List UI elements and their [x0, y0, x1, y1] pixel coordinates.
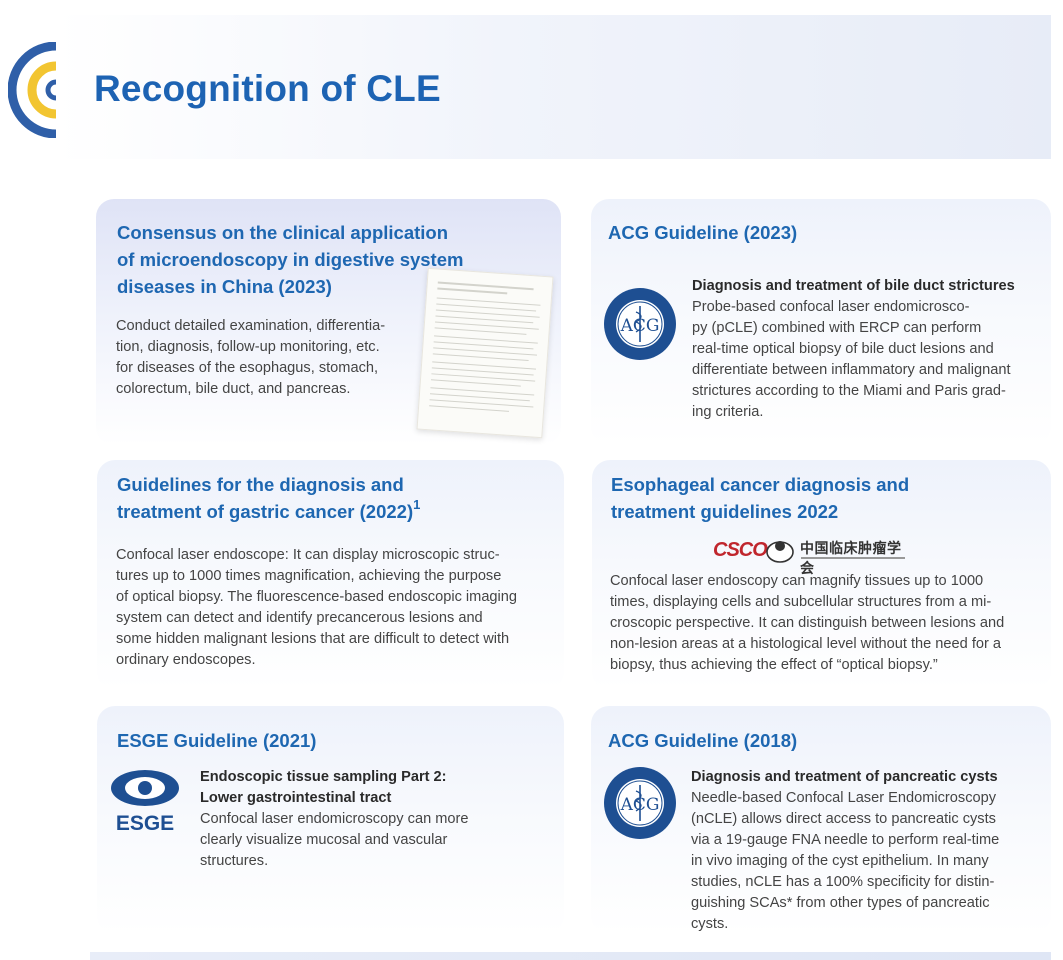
body-line: system can detect and identify precancer…	[116, 610, 483, 626]
page-title: Recognition of CLE	[94, 68, 441, 109]
body-line: Conduct detailed examination, differenti…	[116, 318, 386, 334]
svg-text:ESGE: ESGE	[116, 812, 174, 834]
card-subhead: Diagnosis and treatment of bile duct str…	[692, 278, 1015, 294]
card-esophageal-cancer	[592, 460, 1051, 690]
body-line: Confocal laser endoscope: It can display…	[116, 547, 500, 563]
csco-chinese-name: 中国临床肿瘤学会	[800, 540, 902, 576]
card-body-esophageal-cancer: Confocal laser endoscopy can magnify tis…	[610, 571, 1050, 676]
csco-logo: CSCO 中国临床肿瘤学会	[713, 535, 913, 576]
card-title-china-consensus: Consensus on the clinical application of…	[117, 219, 537, 300]
esge-logo-icon: ESGE	[111, 770, 179, 834]
card-title-esge-2021: ESGE Guideline (2021)	[117, 730, 317, 751]
body-line: colorectum, bile duct, and pancreas.	[116, 381, 351, 397]
subhead-line: Lower gastrointestinal tract	[200, 790, 392, 806]
footer-band	[90, 952, 1051, 960]
body-line: real-time optical biopsy of bile duct le…	[692, 341, 994, 357]
body-line: for diseases of the esophagus, stomach,	[116, 360, 379, 376]
card-body-gastric-cancer: Confocal laser endoscope: It can display…	[116, 545, 556, 671]
body-line: croscopic perspective. It can distinguis…	[610, 615, 1005, 631]
title-line: Guidelines for the diagnosis and	[117, 474, 404, 495]
body-line: non-lesion areas at a histological level…	[610, 636, 1002, 652]
card-subhead: Endoscopic tissue sampling Part 2: Lower …	[200, 767, 540, 809]
body-line: ordinary endoscopes.	[116, 652, 256, 668]
csco-subline	[801, 557, 905, 559]
body-line: biopsy, thus achieving the effect of “op…	[610, 657, 938, 673]
body-line: studies, nCLE has a 100% specificity for…	[691, 874, 995, 890]
body-line: tures up to 1000 times magnification, ac…	[116, 568, 502, 584]
body-line: (nCLE) allows direct access to pancreati…	[691, 811, 996, 827]
body-line: cysts.	[691, 916, 729, 932]
csco-logo-text: CSCO	[713, 539, 768, 561]
card-title-acg-2018: ACG Guideline (2018)	[608, 730, 798, 751]
card-gastric-cancer	[97, 460, 564, 690]
body-line: Confocal laser endomicroscopy can more	[200, 811, 469, 827]
footnote-marker: 1	[413, 496, 421, 512]
body-line: py (pCLE) combined with ERCP can perform	[692, 320, 982, 336]
svg-text:ACG: ACG	[620, 795, 660, 815]
card-title-acg-2023: ACG Guideline (2023)	[608, 222, 798, 243]
body-line: ing criteria.	[692, 404, 764, 420]
body-line: strictures according to the Miami and Pa…	[692, 383, 1006, 399]
header-band	[56, 15, 1051, 159]
card-body-esge-2021: Endoscopic tissue sampling Part 2: Lower …	[200, 767, 540, 872]
body-line: via a 19-gauge FNA needle to perform rea…	[691, 832, 1000, 848]
svg-text:ACG: ACG	[620, 316, 660, 336]
subhead-line: Endoscopic tissue sampling Part 2:	[200, 769, 447, 785]
body-line: differentiate between inflammatory and m…	[692, 362, 1011, 378]
body-line: guishing SCAs* from other types of pancr…	[691, 895, 990, 911]
body-line: Confocal laser endoscopy can magnify tis…	[610, 573, 984, 589]
title-line: Consensus on the clinical application	[117, 222, 449, 243]
body-line: of optical biopsy. The fluorescence-base…	[116, 589, 518, 605]
body-line: times, displaying cells and subcellular …	[610, 594, 992, 610]
title-line: of microendoscopy in digestive system	[117, 249, 464, 270]
csco-emblem-icon	[766, 541, 794, 563]
body-line: Needle-based Confocal Laser Endomicrosco…	[691, 790, 997, 806]
acg-seal-icon: ACG	[604, 767, 676, 839]
card-body-acg-2018: Diagnosis and treatment of pancreatic cy…	[691, 767, 1041, 935]
title-line: treatment guidelines 2022	[611, 501, 839, 522]
card-body-china-consensus: Conduct detailed examination, differenti…	[116, 316, 416, 400]
card-title-esophageal-cancer: Esophageal cancer diagnosis and treatmen…	[611, 471, 1031, 525]
title-line: Esophageal cancer diagnosis and	[611, 474, 910, 495]
card-body-acg-2023: Diagnosis and treatment of bile duct str…	[692, 276, 1042, 423]
body-line: tion, diagnosis, follow-up monitoring, e…	[116, 339, 380, 355]
title-line: diseases in China (2023)	[117, 276, 332, 297]
body-line: Probe-based confocal laser endomicrosco-	[692, 299, 970, 315]
card-subhead: Diagnosis and treatment of pancreatic cy…	[691, 769, 998, 785]
body-line: structures.	[200, 853, 269, 869]
title-line: treatment of gastric cancer (2022)	[117, 501, 414, 522]
body-line: some hidden malignant lesions that are d…	[116, 631, 510, 647]
card-title-gastric-cancer: Guidelines for the diagnosis and treatme…	[117, 471, 537, 525]
body-line: in vivo imaging of the cyst epithelium. …	[691, 853, 989, 869]
document-page-image	[416, 267, 554, 439]
cle-logo-icon	[8, 42, 57, 138]
acg-seal-icon: ACG	[604, 288, 676, 360]
card-esge-2021	[97, 706, 564, 934]
body-line: clearly visualize mucosal and vascular	[200, 832, 448, 848]
